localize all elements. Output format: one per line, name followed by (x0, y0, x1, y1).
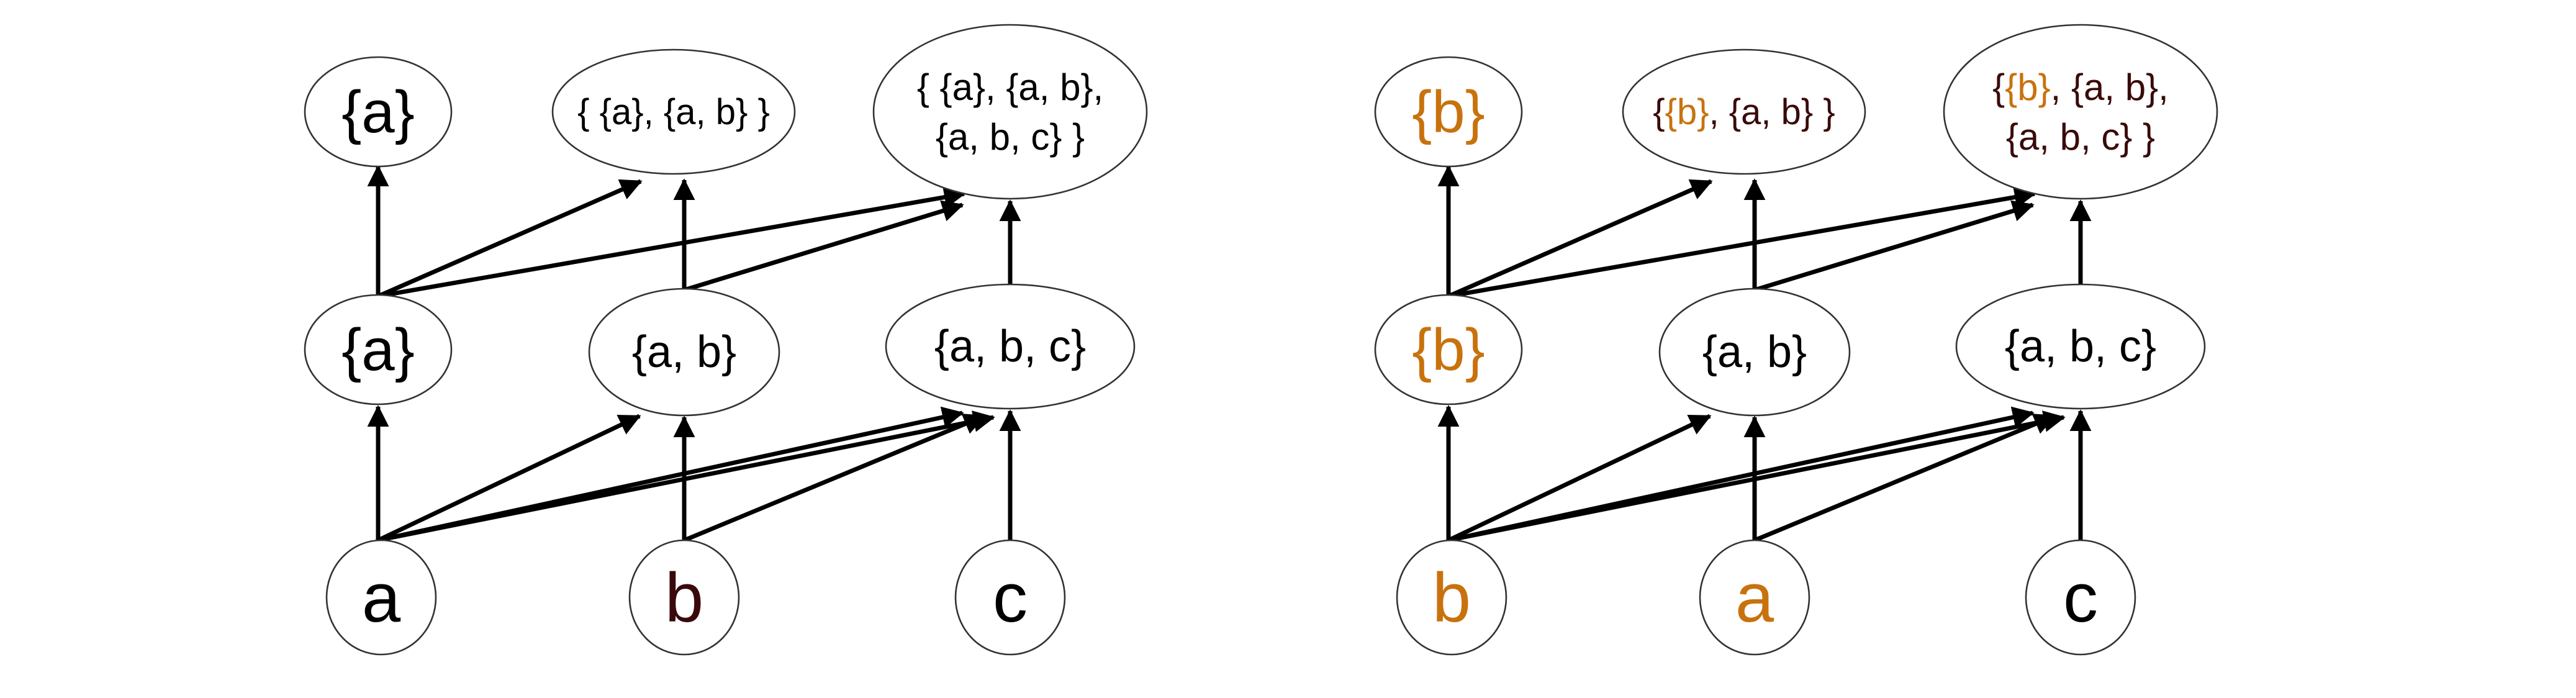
node-middle-3: {a, b, c} (885, 283, 1136, 410)
node-label: {a, b} (1702, 327, 1807, 377)
edge-arrow-2 (1447, 414, 1712, 543)
node-label-segment: { {a}, {a, b} } (577, 92, 770, 132)
node-label: {a} (341, 79, 415, 145)
node-label-segment: a (1735, 559, 1774, 637)
node-ellipse (1658, 288, 1851, 417)
node-ellipse (1374, 294, 1523, 406)
edge-arrow-10 (1448, 186, 2036, 299)
node-bottom-3: c (954, 539, 1066, 656)
node-ellipse (872, 24, 1148, 200)
node-label: {a} (341, 317, 415, 383)
node-label-segment: {a, b, c} (934, 322, 1086, 371)
node-top-1: {b} (1374, 56, 1523, 168)
node-label-segment: {a, b} (632, 327, 736, 377)
node-middle-3: {a, b, c} (1955, 283, 2206, 410)
node-ellipse (1622, 48, 1866, 175)
node-label: {a, b} (632, 327, 736, 377)
node-middle-1: {a} (304, 294, 453, 406)
node-label: c (993, 559, 1028, 637)
node-ellipse (1699, 539, 1810, 656)
node-label: {{b}, {a, b}, (1992, 66, 2169, 108)
node-label-segment: b (1432, 559, 1471, 637)
node-label-segment: {a} (341, 79, 415, 145)
node-ellipse (1374, 56, 1523, 168)
node-ellipse (325, 539, 437, 656)
node-label-segment: a (362, 559, 401, 637)
node-label-segment: {b} (1412, 317, 1485, 383)
node-ellipse (551, 48, 796, 175)
node-label: {{b}, {a, b} } (1653, 92, 1835, 132)
node-middle-2: {a, b} (588, 288, 780, 417)
node-ellipse (588, 288, 780, 417)
node-bottom-1: b (1396, 539, 1507, 656)
node-ellipse (2025, 539, 2136, 656)
edge-arrow-9 (1447, 179, 1713, 299)
node-label-segment: c (993, 559, 1028, 637)
node-label: {b} (1412, 317, 1485, 383)
node-label: b (665, 559, 703, 637)
left-diagram-panel: {a} { {a}, {a, b} } { {a}, {a, b}, {a, b, c… (304, 24, 1148, 656)
node-ellipse (304, 56, 453, 168)
edge-arrow-9 (377, 179, 643, 299)
node-label-segment: , {a, b}, (2051, 66, 2169, 108)
node-ellipse (954, 539, 1066, 656)
node-bottom-2: a (1699, 539, 1810, 656)
node-label: a (1735, 559, 1774, 637)
node-ellipse (1955, 283, 2206, 410)
node-label-segment: b (665, 559, 703, 637)
node-label-segment: {a} (341, 317, 415, 383)
node-middle-1: {b} (1374, 294, 1523, 406)
node-ellipse (304, 294, 453, 406)
node-label-segment: , {a, b} } (1709, 92, 1835, 132)
node-top-3: {{b}, {a, b}, {a, b, c} } (1943, 24, 2218, 200)
right-diagram-panel: {b}{{b}, {a, b} }{{b}, {a, b},{a, b, c} … (1374, 24, 2218, 656)
node-label-segment: { {a}, {a, b}, (917, 66, 1103, 108)
node-ellipse (885, 283, 1136, 410)
node-ellipse (1943, 24, 2218, 200)
node-label-segment: {b} (1665, 92, 1709, 132)
node-top-2: { {a}, {a, b} } (551, 48, 796, 175)
node-label: {a, b, c} } (936, 116, 1085, 158)
node-label: b (1432, 559, 1471, 637)
node-label-segment: c (2063, 559, 2098, 637)
node-label-segment: { (1653, 92, 1665, 132)
node-label-segment: {a, b, c} } (936, 116, 1085, 158)
node-top-3: { {a}, {a, b}, {a, b, c} } (872, 24, 1148, 200)
node-bottom-1: a (325, 539, 437, 656)
edge-arrow-6 (683, 414, 986, 543)
edge-arrow-12 (1753, 200, 2035, 292)
node-label: { {a}, {a, b} } (577, 92, 770, 132)
node-label: {a, b, c} (934, 322, 1086, 371)
edge-arrow-10 (377, 186, 966, 299)
node-label: c (2063, 559, 2098, 637)
node-label-segment: {b} (1412, 79, 1485, 145)
node-ellipse (1396, 539, 1507, 656)
edge-arrow-6 (1753, 414, 2056, 543)
node-label: {a, b, c} } (2006, 116, 2155, 158)
node-ellipse (628, 539, 740, 656)
node-label-segment: { (1992, 66, 2005, 108)
node-label-segment: {a, b, c} } (2006, 116, 2155, 158)
node-label-segment: {a, b} (1702, 327, 1807, 377)
node-label-segment: {b} (2005, 66, 2050, 108)
node-bottom-2: b (628, 539, 740, 656)
node-label: { {a}, {a, b}, (917, 66, 1103, 108)
edge-arrow-2 (377, 414, 641, 543)
node-label: {a, b, c} (2005, 322, 2156, 371)
node-middle-2: {a, b} (1658, 288, 1851, 417)
node-top-1: {a} (304, 56, 453, 168)
node-top-2: {{b}, {a, b} } (1622, 48, 1866, 175)
node-label: a (362, 559, 401, 637)
node-bottom-3: c (2025, 539, 2136, 656)
edge-arrow-12 (683, 200, 964, 292)
node-label: {b} (1412, 79, 1485, 145)
node-label-segment: {a, b, c} (2005, 322, 2156, 371)
